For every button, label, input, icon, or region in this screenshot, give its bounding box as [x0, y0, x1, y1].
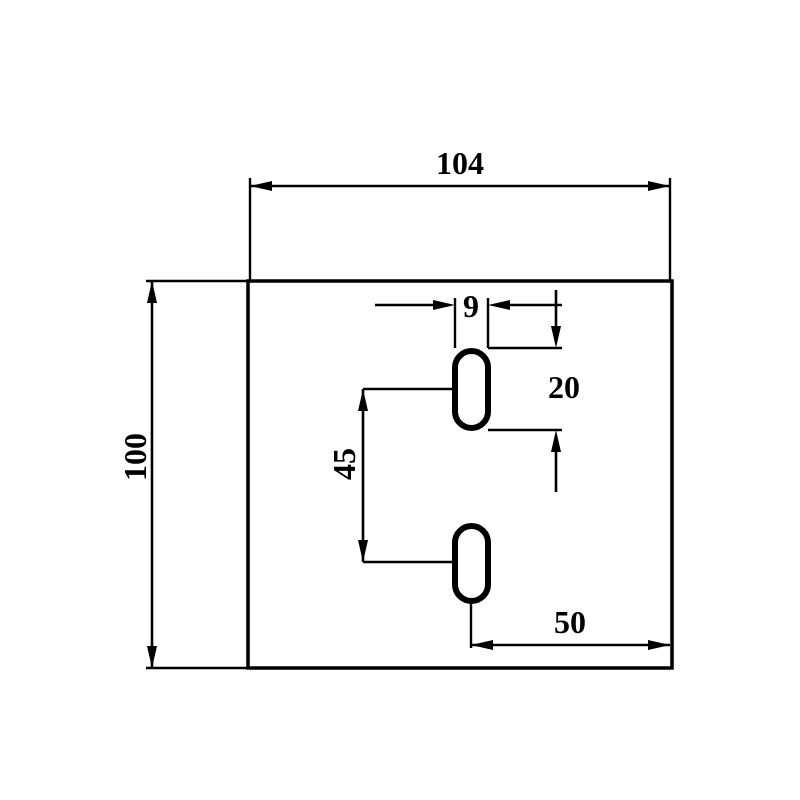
plate-outline — [246, 279, 674, 670]
dim-label-slot-length: 20 — [548, 369, 580, 405]
dim-slot-length: 20 — [488, 290, 580, 492]
arrowhead-up — [358, 389, 368, 411]
arrowhead-down — [551, 326, 561, 348]
slot-top — [452, 348, 491, 431]
arrowhead-right — [433, 300, 455, 310]
dim-label-plate-width: 104 — [436, 145, 484, 181]
dim-slot-width: 9 — [375, 288, 562, 348]
arrowhead-up — [551, 430, 561, 452]
arrowhead-right — [648, 181, 670, 191]
dim-plate-width: 104 — [248, 145, 672, 281]
slot-bottom — [452, 523, 491, 604]
arrowhead-left — [471, 640, 493, 650]
dim-label-slot-offset-right: 50 — [554, 604, 586, 640]
dim-slot-offset-right: 50 — [469, 601, 670, 650]
arrowhead-down — [358, 540, 368, 562]
arrowhead-left — [250, 181, 272, 191]
dim-label-slot-width: 9 — [463, 288, 479, 324]
dim-label-plate-height: 100 — [117, 433, 153, 481]
arrowhead-up — [147, 281, 157, 303]
arrowhead-right — [648, 640, 670, 650]
arrowhead-left — [488, 300, 510, 310]
dim-label-slot-spacing: 45 — [326, 448, 362, 480]
arrowhead-down — [147, 646, 157, 668]
dim-slot-spacing: 45 — [326, 387, 452, 564]
dim-plate-height: 100 — [117, 279, 250, 670]
